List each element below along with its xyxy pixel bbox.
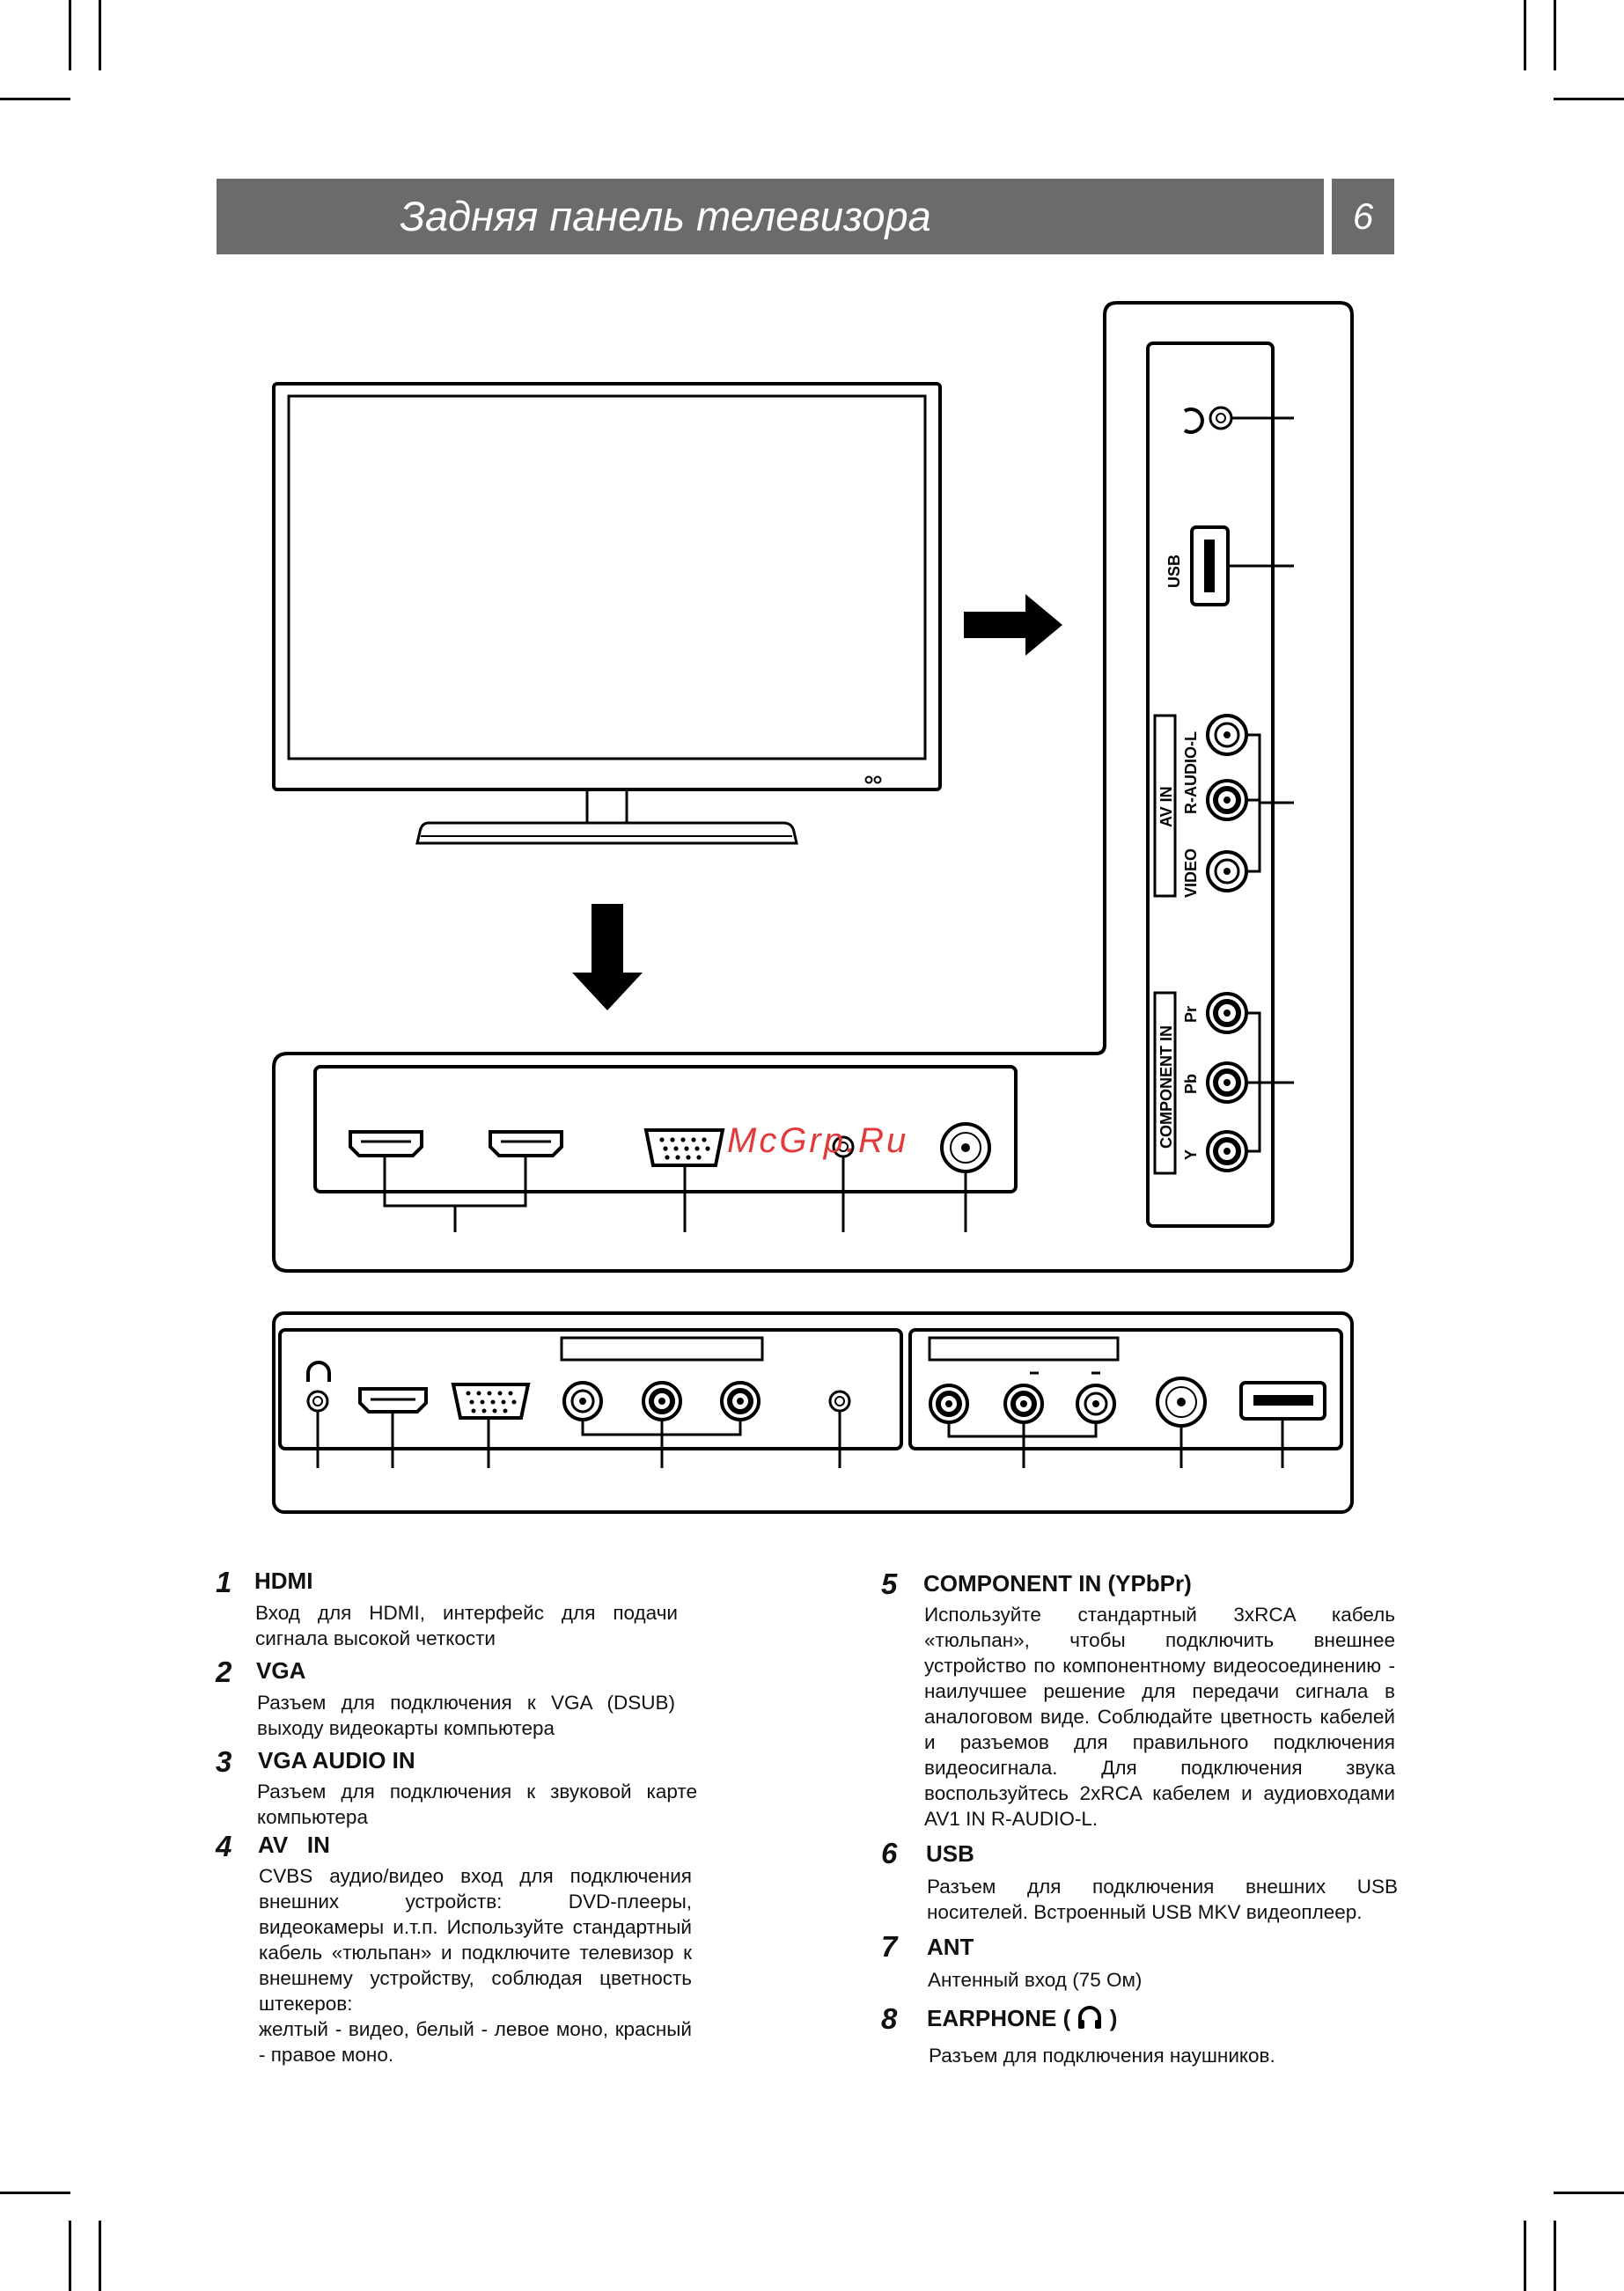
crop-mark [1524, 0, 1526, 70]
item-title: COMPONENT IN (YPbPr) [923, 1570, 1192, 1597]
item-number: 3 [216, 1745, 232, 1778]
r-audio-l-label: R-AUDIO-L [1182, 731, 1200, 814]
item-description: Вход для HDMI, интерфейс для подачи сигн… [255, 1602, 678, 1649]
item-title: EARPHONE ( ) [927, 2005, 1117, 2032]
crop-mark [0, 98, 70, 100]
watermark: McGrp.Ru [727, 1121, 909, 1160]
crop-mark [99, 2221, 101, 2291]
rca-jack-icon [1206, 1061, 1248, 1104]
video-label: VIDEO [1182, 848, 1200, 898]
rca-jack-icon [1206, 850, 1248, 892]
antenna-port-icon [940, 1122, 991, 1173]
page-title: Задняя панель телевизора [400, 193, 931, 239]
pb-label: Pb [1182, 1074, 1200, 1094]
crop-mark [1554, 2221, 1556, 2291]
item-number: 7 [881, 1930, 898, 1963]
rca-jack-icon [642, 1381, 682, 1421]
rca-jack-icon [1076, 1384, 1116, 1424]
item-description-main: CVBS аудио/видео вход для подключения вн… [259, 1865, 692, 2015]
item-description: Антенный вход (75 Ом) [928, 1969, 1143, 1991]
usb-port-icon [1239, 1381, 1326, 1421]
crop-mark [1554, 2192, 1624, 2194]
vga-port-icon [451, 1383, 531, 1420]
crop-mark [1554, 0, 1556, 70]
rca-jack-icon [720, 1381, 761, 1421]
y-label: Y [1182, 1149, 1200, 1160]
item-title: VGA AUDIO IN [258, 1747, 415, 1773]
crop-mark [69, 0, 71, 70]
earphone-jack-icon [306, 1390, 329, 1413]
item-description: Разъем для подключения к VGA (DSUB) выхо… [257, 1692, 675, 1739]
arrow-down-icon [572, 904, 643, 1010]
usb-side-label: USB [1165, 554, 1183, 588]
headphone-icon [306, 1361, 331, 1382]
rca-jack-icon [1003, 1384, 1044, 1424]
item-number: 4 [216, 1830, 232, 1862]
item-title-text: EARPHONE ( [927, 2005, 1071, 2031]
component-in-label: COMPONENT IN [1157, 1025, 1175, 1149]
rca-jack-icon [562, 1381, 603, 1421]
header-bar: Задняя панель телевизора [217, 179, 1324, 254]
crop-mark [0, 2192, 70, 2194]
item-title: ANT [927, 1934, 974, 1960]
page-number: 6 [1332, 179, 1394, 254]
vga-audio-jack-icon [828, 1390, 851, 1413]
rca-jack-icon [1206, 779, 1248, 821]
rca-jack-icon [929, 1384, 969, 1424]
item-title-end: ) [1109, 2005, 1118, 2031]
hdmi-port-icon [489, 1130, 563, 1157]
pr-label: Pr [1182, 1006, 1200, 1023]
crop-mark [99, 0, 101, 70]
hdmi-port-icon [349, 1130, 423, 1157]
item-number: 6 [881, 1837, 898, 1869]
rca-jack-icon [1206, 714, 1248, 756]
headphone-icon [1183, 408, 1204, 434]
arrow-right-icon [964, 594, 1062, 656]
item-description: CVBS аудио/видео вход для подключения вн… [259, 1863, 692, 2067]
crop-mark [1554, 98, 1624, 100]
rca-jack-icon [1206, 1130, 1248, 1172]
headphone-icon [1078, 2006, 1102, 2029]
hdmi-port-icon [358, 1387, 428, 1414]
usb-port-icon [1190, 525, 1230, 606]
item-description: Используйте стандартный 3xRCA кабель «тю… [924, 1604, 1395, 1830]
item-title: USB [926, 1840, 974, 1867]
item-title: VGA [256, 1657, 306, 1684]
item-title: AV IN [258, 1832, 330, 1858]
tv-illustration [272, 382, 942, 845]
connector-diagram: USB AV IN R-AUDIO-L VIDEO COMPONENT IN P… [272, 301, 1354, 1514]
item-number: 5 [881, 1568, 898, 1600]
item-description-colors: желтый - видео, белый - левое моно, крас… [259, 2018, 692, 2066]
earphone-jack-icon [1209, 406, 1233, 430]
item-title: HDMI [254, 1568, 313, 1594]
item-description: Разъем для подключения внешних USB носит… [927, 1876, 1398, 1923]
item-description: Разъем для подключения к звуковой карте … [257, 1781, 697, 1828]
item-number: 1 [216, 1566, 232, 1598]
item-number: 8 [881, 2002, 898, 2035]
rca-jack-icon [1206, 992, 1248, 1034]
crop-mark [1524, 2221, 1526, 2291]
crop-mark [69, 2221, 71, 2291]
item-description: Разъем для подключения наушников. [929, 2045, 1275, 2067]
antenna-port-icon [1156, 1377, 1207, 1428]
item-number: 2 [216, 1656, 232, 1688]
av-in-label: AV IN [1157, 786, 1175, 827]
vga-port-icon [643, 1128, 725, 1167]
